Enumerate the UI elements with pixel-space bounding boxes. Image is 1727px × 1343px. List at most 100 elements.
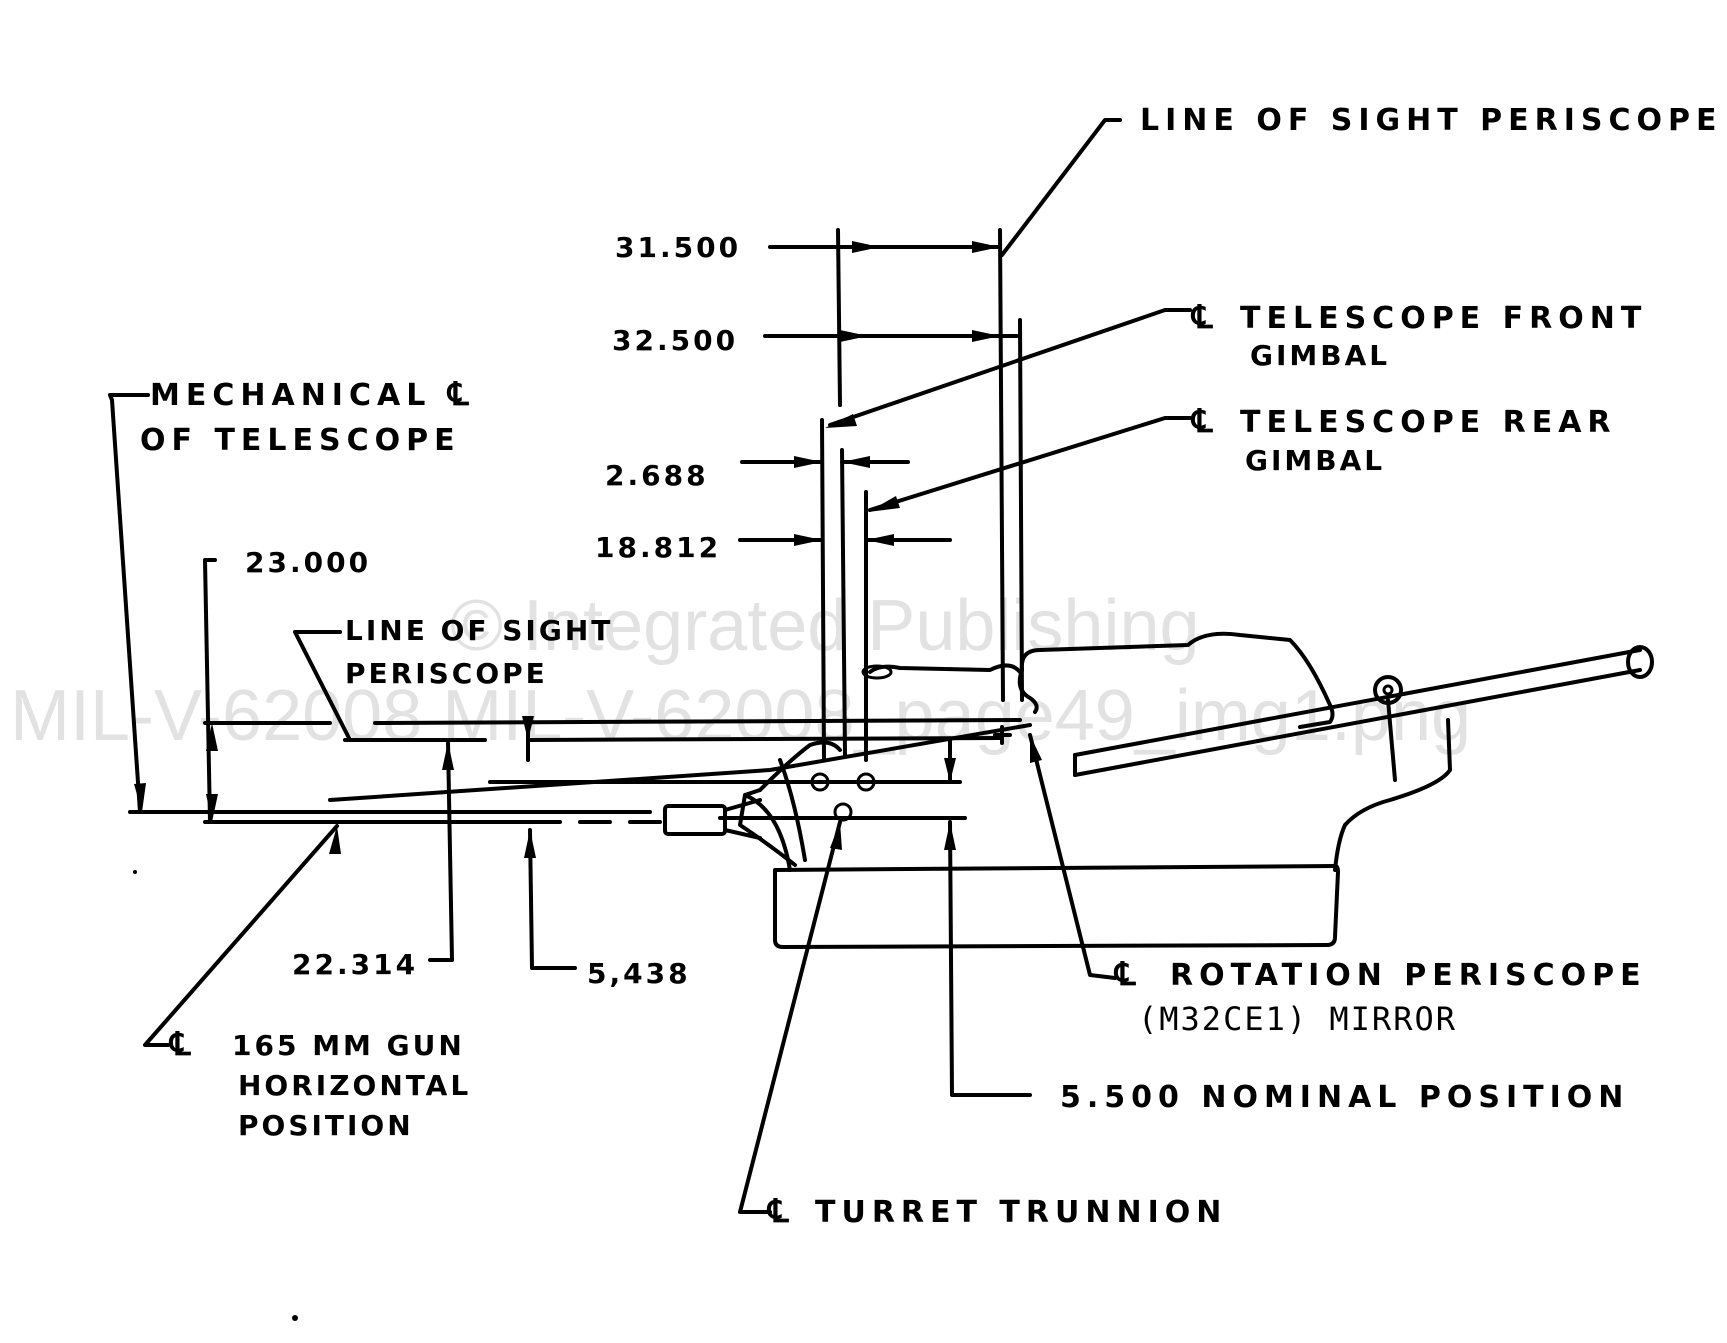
- muzzle: [1626, 645, 1654, 679]
- leader-los-periscope-top: [1000, 118, 1122, 257]
- periscope-axis: [998, 228, 1005, 702]
- dim-31500: 31.500: [615, 231, 741, 264]
- arrow: [972, 241, 1000, 253]
- leader-los-periscope-left: [293, 630, 352, 742]
- arrow: [866, 534, 894, 546]
- centerline-symbol: ℄: [446, 375, 469, 413]
- rotation-center-cross: [993, 725, 1012, 745]
- reference-lines: [128, 718, 1032, 824]
- arrow: [944, 758, 956, 782]
- turret-body: [663, 631, 1654, 949]
- telescope-axis: [328, 723, 1032, 802]
- los-lower-line: [343, 736, 1002, 742]
- label-of-telescope: OF TELESCOPE: [140, 423, 461, 458]
- dim-18812: 18.812: [595, 531, 721, 564]
- label-mechanical-cl: MECHANICAL: [150, 378, 431, 413]
- scan-dot: [292, 1315, 298, 1321]
- arrow: [830, 822, 842, 850]
- centerline-symbol: ℄: [1113, 955, 1136, 993]
- dimension-lines: [203, 241, 1032, 1097]
- leader-front-gimbal: [828, 308, 1192, 427]
- leader-lines: [108, 118, 1192, 1214]
- label-telescope-rear-gimbal: TELESCOPE REAR: [1240, 405, 1617, 440]
- cradle-front: [738, 788, 797, 867]
- rear-gimbal-marker: [856, 772, 876, 792]
- label-los-periscope-left: LINE OF SIGHT: [345, 614, 613, 647]
- label-rotation-periscope-mirror: (M32CE1) MIRROR: [1138, 1000, 1457, 1038]
- arrow: [852, 241, 880, 253]
- barrel-mount-pin: [1382, 684, 1394, 696]
- arrow: [524, 830, 536, 858]
- label-gun-cl: 165 MM GUN: [232, 1029, 465, 1062]
- turret-cupola: [1019, 631, 1335, 729]
- arrow: [794, 534, 822, 546]
- ext-line-31500-left: [836, 228, 842, 407]
- dim-5438: 5,438: [587, 957, 691, 990]
- leader-mech-cl: [108, 393, 150, 814]
- dim-22314: 22.314: [292, 948, 418, 981]
- arrow: [868, 496, 900, 512]
- arrow: [206, 723, 218, 751]
- arrow: [442, 742, 454, 770]
- front-gimbal-line: [820, 418, 826, 762]
- arrow: [206, 794, 218, 822]
- leader-gun-cl: [143, 824, 339, 1047]
- label-telescope-front-gimbal-2: GIMBAL: [1250, 339, 1390, 372]
- callout-labels: LINE OF SIGHT PERISCOPE ℄ TELESCOPE FRON…: [140, 103, 1723, 1230]
- label-los-periscope-left-2: PERISCOPE: [345, 657, 548, 690]
- centerline-symbol: ℄: [1190, 402, 1213, 440]
- mirror-pivot: [861, 664, 893, 680]
- dim-23000: 23.000: [245, 546, 371, 579]
- watermark: © Integrated Publishing MIL-V-62008 MIL-…: [10, 586, 1471, 756]
- label-los-periscope-top: LINE OF SIGHT PERISCOPE: [1140, 103, 1723, 138]
- gun-barrel-bottom: [1073, 668, 1642, 777]
- label-telescope-rear-gimbal-2: GIMBAL: [1245, 444, 1385, 477]
- arrow: [522, 716, 534, 740]
- arrow: [842, 456, 870, 468]
- arrow: [972, 330, 1000, 342]
- label-rotation-periscope: ROTATION PERISCOPE: [1170, 958, 1647, 993]
- centerline-symbol: ℄: [766, 1192, 789, 1230]
- label-telescope-front-gimbal: TELESCOPE FRONT: [1240, 301, 1647, 336]
- trunnion-marker: [833, 802, 853, 822]
- periscope-mirror-link: [868, 663, 1022, 674]
- arrow: [134, 783, 146, 812]
- arrow: [944, 822, 956, 850]
- breech-connector: [723, 798, 762, 840]
- leader-turret-trunnion: [738, 820, 842, 1214]
- dim-32500: 32.500: [612, 324, 738, 357]
- centerline-symbol: ℄: [1190, 298, 1213, 336]
- arrow: [825, 414, 857, 428]
- arrow: [840, 330, 868, 342]
- hull-base: [773, 864, 1340, 949]
- arrow: [1030, 735, 1042, 763]
- scan-dot: [133, 870, 137, 874]
- arrow: [794, 456, 822, 468]
- barrel-support: [1386, 698, 1397, 782]
- label-turret-trunnion: TURRET TRUNNION: [815, 1195, 1227, 1230]
- dim-2688: 2.688: [605, 459, 709, 492]
- label-gun-horizontal: HORIZONTAL: [238, 1069, 471, 1102]
- dim-23000-line: [203, 558, 217, 824]
- dim-5438-lower: [528, 828, 577, 970]
- label-gun-position: POSITION: [238, 1109, 414, 1142]
- centerline-symbol: ℄: [168, 1025, 191, 1063]
- watermark-line-2: MIL-V-62008 MIL-V-62008_page49_img1.png: [10, 676, 1471, 756]
- dim-5500-leader: [948, 820, 1032, 1097]
- label-nominal-position: 5.500 NOMINAL POSITION: [1060, 1080, 1629, 1115]
- leader-rear-gimbal: [868, 416, 1192, 512]
- cradle-top: [758, 740, 842, 792]
- ext-line-2688: [840, 448, 847, 757]
- arrow: [329, 826, 341, 854]
- dim-22314-line: [428, 740, 454, 962]
- ext-line-32500-right: [1018, 318, 1024, 702]
- turret-rear: [1333, 718, 1452, 872]
- leader-rotation-periscope: [1028, 733, 1117, 980]
- periscope-head: [1017, 668, 1039, 714]
- breech-block: [663, 804, 727, 836]
- gun-barrel-top: [1073, 648, 1642, 757]
- vertical-lines: [820, 228, 1024, 762]
- front-gimbal-marker: [810, 772, 830, 792]
- los-periscope-line: [203, 718, 1022, 725]
